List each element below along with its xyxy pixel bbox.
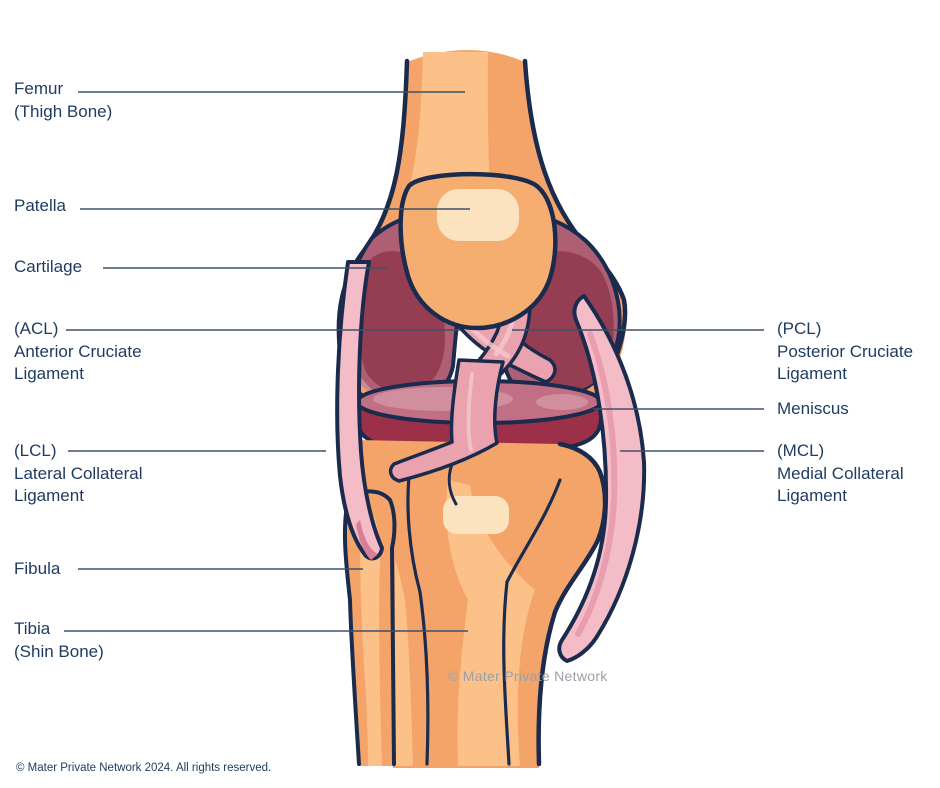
label-mcl-line1: (MCL)	[777, 441, 825, 460]
mcl-shade	[575, 331, 618, 637]
tibia-highlight-left	[395, 560, 413, 766]
label-mcl: (MCL) Medial Collateral Ligament	[777, 440, 904, 508]
label-patella: Patella	[14, 195, 66, 218]
label-lcl-line1: (LCL)	[14, 441, 57, 460]
patella-group	[398, 171, 558, 331]
label-pcl: (PCL) Posterior Cruciate Ligament	[777, 318, 913, 386]
tibia-highlight-center	[446, 480, 535, 766]
fibula-group	[342, 489, 397, 766]
label-acl-line3: Ligament	[14, 364, 84, 383]
tibia-contour-notch	[447, 462, 458, 506]
lcl-group	[335, 260, 384, 561]
lcl-fold	[356, 520, 378, 560]
front-ligament-band	[388, 358, 505, 483]
label-mcl-line3: Ligament	[777, 486, 847, 505]
label-tibia: Tibia (Shin Bone)	[14, 618, 104, 663]
label-meniscus: Meniscus	[777, 398, 849, 421]
front-ligament-band-group	[388, 358, 505, 483]
label-lcl-line3: Ligament	[14, 486, 84, 505]
mcl-group	[557, 294, 647, 663]
label-acl: (ACL) Anterior Cruciate Ligament	[14, 318, 142, 386]
front-ligament-striation	[466, 372, 474, 452]
label-pcl-line2: Posterior Cruciate	[777, 341, 914, 361]
lcl-band	[335, 260, 384, 561]
mcl-band	[557, 294, 647, 663]
label-tibia-line2: (Shin Bone)	[14, 641, 104, 661]
label-cartilage-line1: Cartilage	[14, 257, 83, 276]
label-femur: Femur (Thigh Bone)	[14, 78, 112, 123]
label-femur-line2: (Thigh Bone)	[14, 101, 113, 121]
label-fibula: Fibula	[14, 558, 60, 581]
label-lcl-line2: Lateral Collateral	[14, 463, 143, 483]
copyright-footer: © Mater Private Network 2024. All rights…	[16, 762, 272, 774]
tibia-group	[350, 439, 608, 768]
meniscus-sheen-2	[536, 394, 588, 410]
tibia-contour-right	[502, 478, 562, 766]
label-pcl-line1: (PCL)	[777, 319, 822, 338]
tibia-contour-left	[406, 458, 430, 766]
label-patella-line1: Patella	[14, 196, 66, 215]
label-pcl-line3: Ligament	[777, 364, 847, 383]
label-tibia-line1: Tibia	[14, 619, 51, 638]
label-acl-line1: (ACL)	[14, 319, 59, 338]
label-fibula-line1: Fibula	[14, 559, 61, 578]
leader-lines	[64, 91, 764, 632]
patella-highlight	[437, 189, 519, 241]
fibula-highlight	[360, 516, 382, 766]
label-cartilage: Cartilage	[14, 256, 82, 279]
label-mcl-line2: Medial Collateral	[777, 463, 904, 483]
label-meniscus-line1: Meniscus	[777, 399, 849, 418]
tibia-highlight-patch	[443, 496, 509, 534]
label-lcl: (LCL) Lateral Collateral Ligament	[14, 440, 143, 508]
label-acl-line2: Anterior Cruciate	[14, 341, 142, 361]
watermark-text: © Mater Private Network	[448, 668, 608, 684]
label-femur-line1: Femur	[14, 79, 64, 98]
